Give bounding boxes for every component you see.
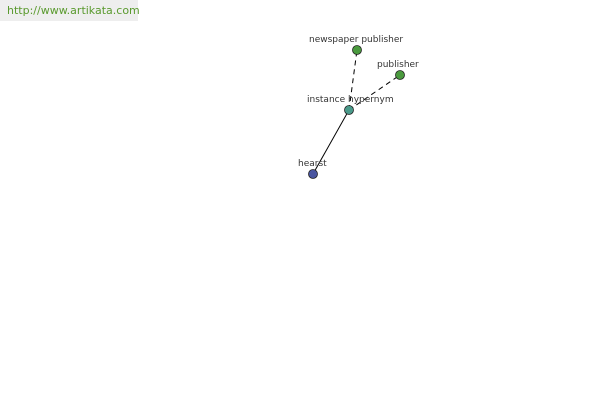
edge-instance-hypernym-to-publisher bbox=[348, 74, 401, 111]
node-label-hearst: hearst bbox=[298, 159, 327, 169]
node-label-publisher: publisher bbox=[377, 60, 419, 70]
edge-hearst-to-instance-hypernym bbox=[312, 109, 350, 175]
node-hearst[interactable] bbox=[308, 169, 318, 179]
node-newspaper-publisher[interactable] bbox=[352, 45, 362, 55]
node-instance-hypernym[interactable] bbox=[344, 105, 354, 115]
node-label-instance-hypernym: instance hypernym bbox=[307, 95, 394, 105]
node-publisher[interactable] bbox=[395, 70, 405, 80]
url-banner[interactable]: http://www.artikata.com bbox=[0, 0, 140, 21]
edge-instance-hypernym-to-newspaper-publisher bbox=[348, 49, 358, 111]
node-label-newspaper-publisher: newspaper publisher bbox=[309, 35, 403, 45]
